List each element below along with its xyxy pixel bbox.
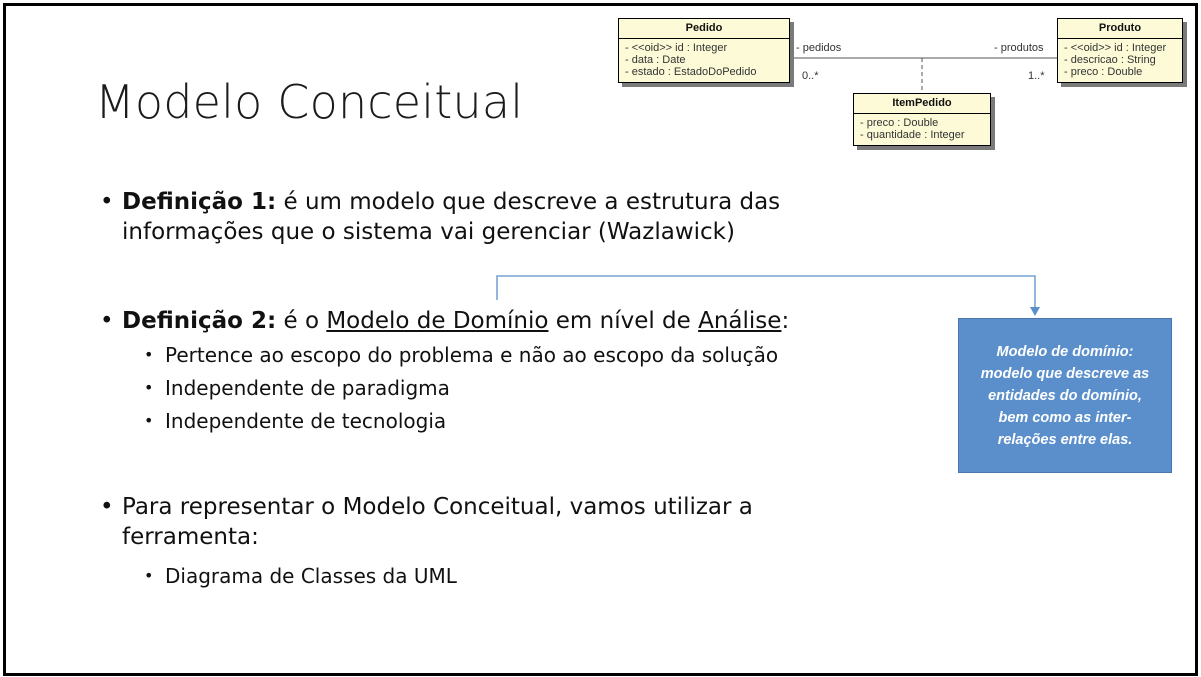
bullet-tool: • Para representar o Modelo Conceitual, … <box>100 492 882 552</box>
callout-line: Modelo de domínio: <box>996 343 1134 360</box>
tool-text-continued: ferramenta: <box>122 524 259 550</box>
sub-bullet: • Independente de paradigma <box>144 374 450 402</box>
sub-bullet: • Pertence ao escopo do problema e não a… <box>144 341 779 369</box>
uml-class-itempedido: ItemPedido - preco : Double - quantidade… <box>853 93 991 146</box>
uml-attr: - quantidade : Integer <box>860 129 965 141</box>
definition-2-text: é o <box>276 308 327 334</box>
callout-line: entidades do domínio, <box>988 387 1142 404</box>
uml-attr: - estado : EstadoDoPedido <box>625 66 757 78</box>
callout-line: modelo que descreve as <box>980 365 1150 382</box>
definition-2-label: Definição 2: <box>122 308 277 334</box>
role-produtos: - produtos <box>994 42 1044 54</box>
bullet-dot: • <box>144 345 154 364</box>
bullet-dot: • <box>144 378 154 397</box>
sub-bullet-text: Diagrama de Classes da UML <box>165 564 457 588</box>
role-pedidos: - pedidos <box>796 42 842 54</box>
uml-attr: - <<oid>> id : Integer <box>1064 42 1167 54</box>
uml-attr: - preco : Double <box>860 117 939 129</box>
definition-2-text: : <box>781 308 790 334</box>
sub-bullet-text: Independente de paradigma <box>165 376 450 400</box>
bullet-definition-1: • Definição 1: é um modelo que descreve … <box>100 187 882 247</box>
callout-connector <box>496 275 1036 308</box>
bullet-dot: • <box>144 566 154 585</box>
page-title: Modelo Conceitual <box>95 75 524 129</box>
term-analise: Análise <box>698 308 782 334</box>
sub-bullet: • Diagrama de Classes da UML <box>144 562 457 590</box>
bullet-dot: • <box>100 494 114 520</box>
uml-class-name: ItemPedido <box>854 94 990 114</box>
bullet-dot: • <box>100 308 114 334</box>
term-modelo-de-dominio: Modelo de Domínio <box>326 308 549 334</box>
bullet-dot: • <box>144 411 154 430</box>
multiplicity-right: 1..* <box>1028 70 1045 82</box>
callout-line: bem como as inter- <box>998 409 1132 426</box>
sub-bullet-text: Independente de tecnologia <box>165 409 447 433</box>
tool-text: Para representar o Modelo Conceitual, va… <box>122 494 753 520</box>
multiplicity-left: 0..* <box>802 70 819 82</box>
bullet-dot: • <box>100 189 114 215</box>
uml-class-name: Pedido <box>619 19 789 39</box>
callout-box: Modelo de domínio: modelo que descreve a… <box>958 318 1172 473</box>
bullet-definition-2: • Definição 2: é o Modelo de Domínio em … <box>100 306 922 336</box>
connector-arrowhead <box>1030 307 1040 316</box>
uml-class-name: Produto <box>1058 19 1182 39</box>
sub-bullet: • Independente de tecnologia <box>144 407 447 435</box>
uml-class-produto: Produto - <<oid>> id : Integer - descric… <box>1057 18 1183 83</box>
definition-1-text-continued: informações que o sistema vai gerenciar … <box>122 219 735 245</box>
uml-attr: - preco : Double <box>1064 66 1143 78</box>
definition-1-label: Definição 1: <box>122 189 277 215</box>
definition-2-text: em nível de <box>548 308 699 334</box>
callout-line: relações entre elas. <box>997 431 1133 448</box>
sub-bullet-text: Pertence ao escopo do problema e não ao … <box>165 343 779 367</box>
definition-1-text: é um modelo que descreve a estrutura das <box>276 189 781 215</box>
uml-attr: - <<oid>> id : Integer <box>625 42 728 54</box>
uml-attr: - data : Date <box>625 54 686 66</box>
uml-class-pedido: Pedido - <<oid>> id : Integer - data : D… <box>618 18 790 83</box>
uml-attr: - descricao : String <box>1064 54 1156 66</box>
